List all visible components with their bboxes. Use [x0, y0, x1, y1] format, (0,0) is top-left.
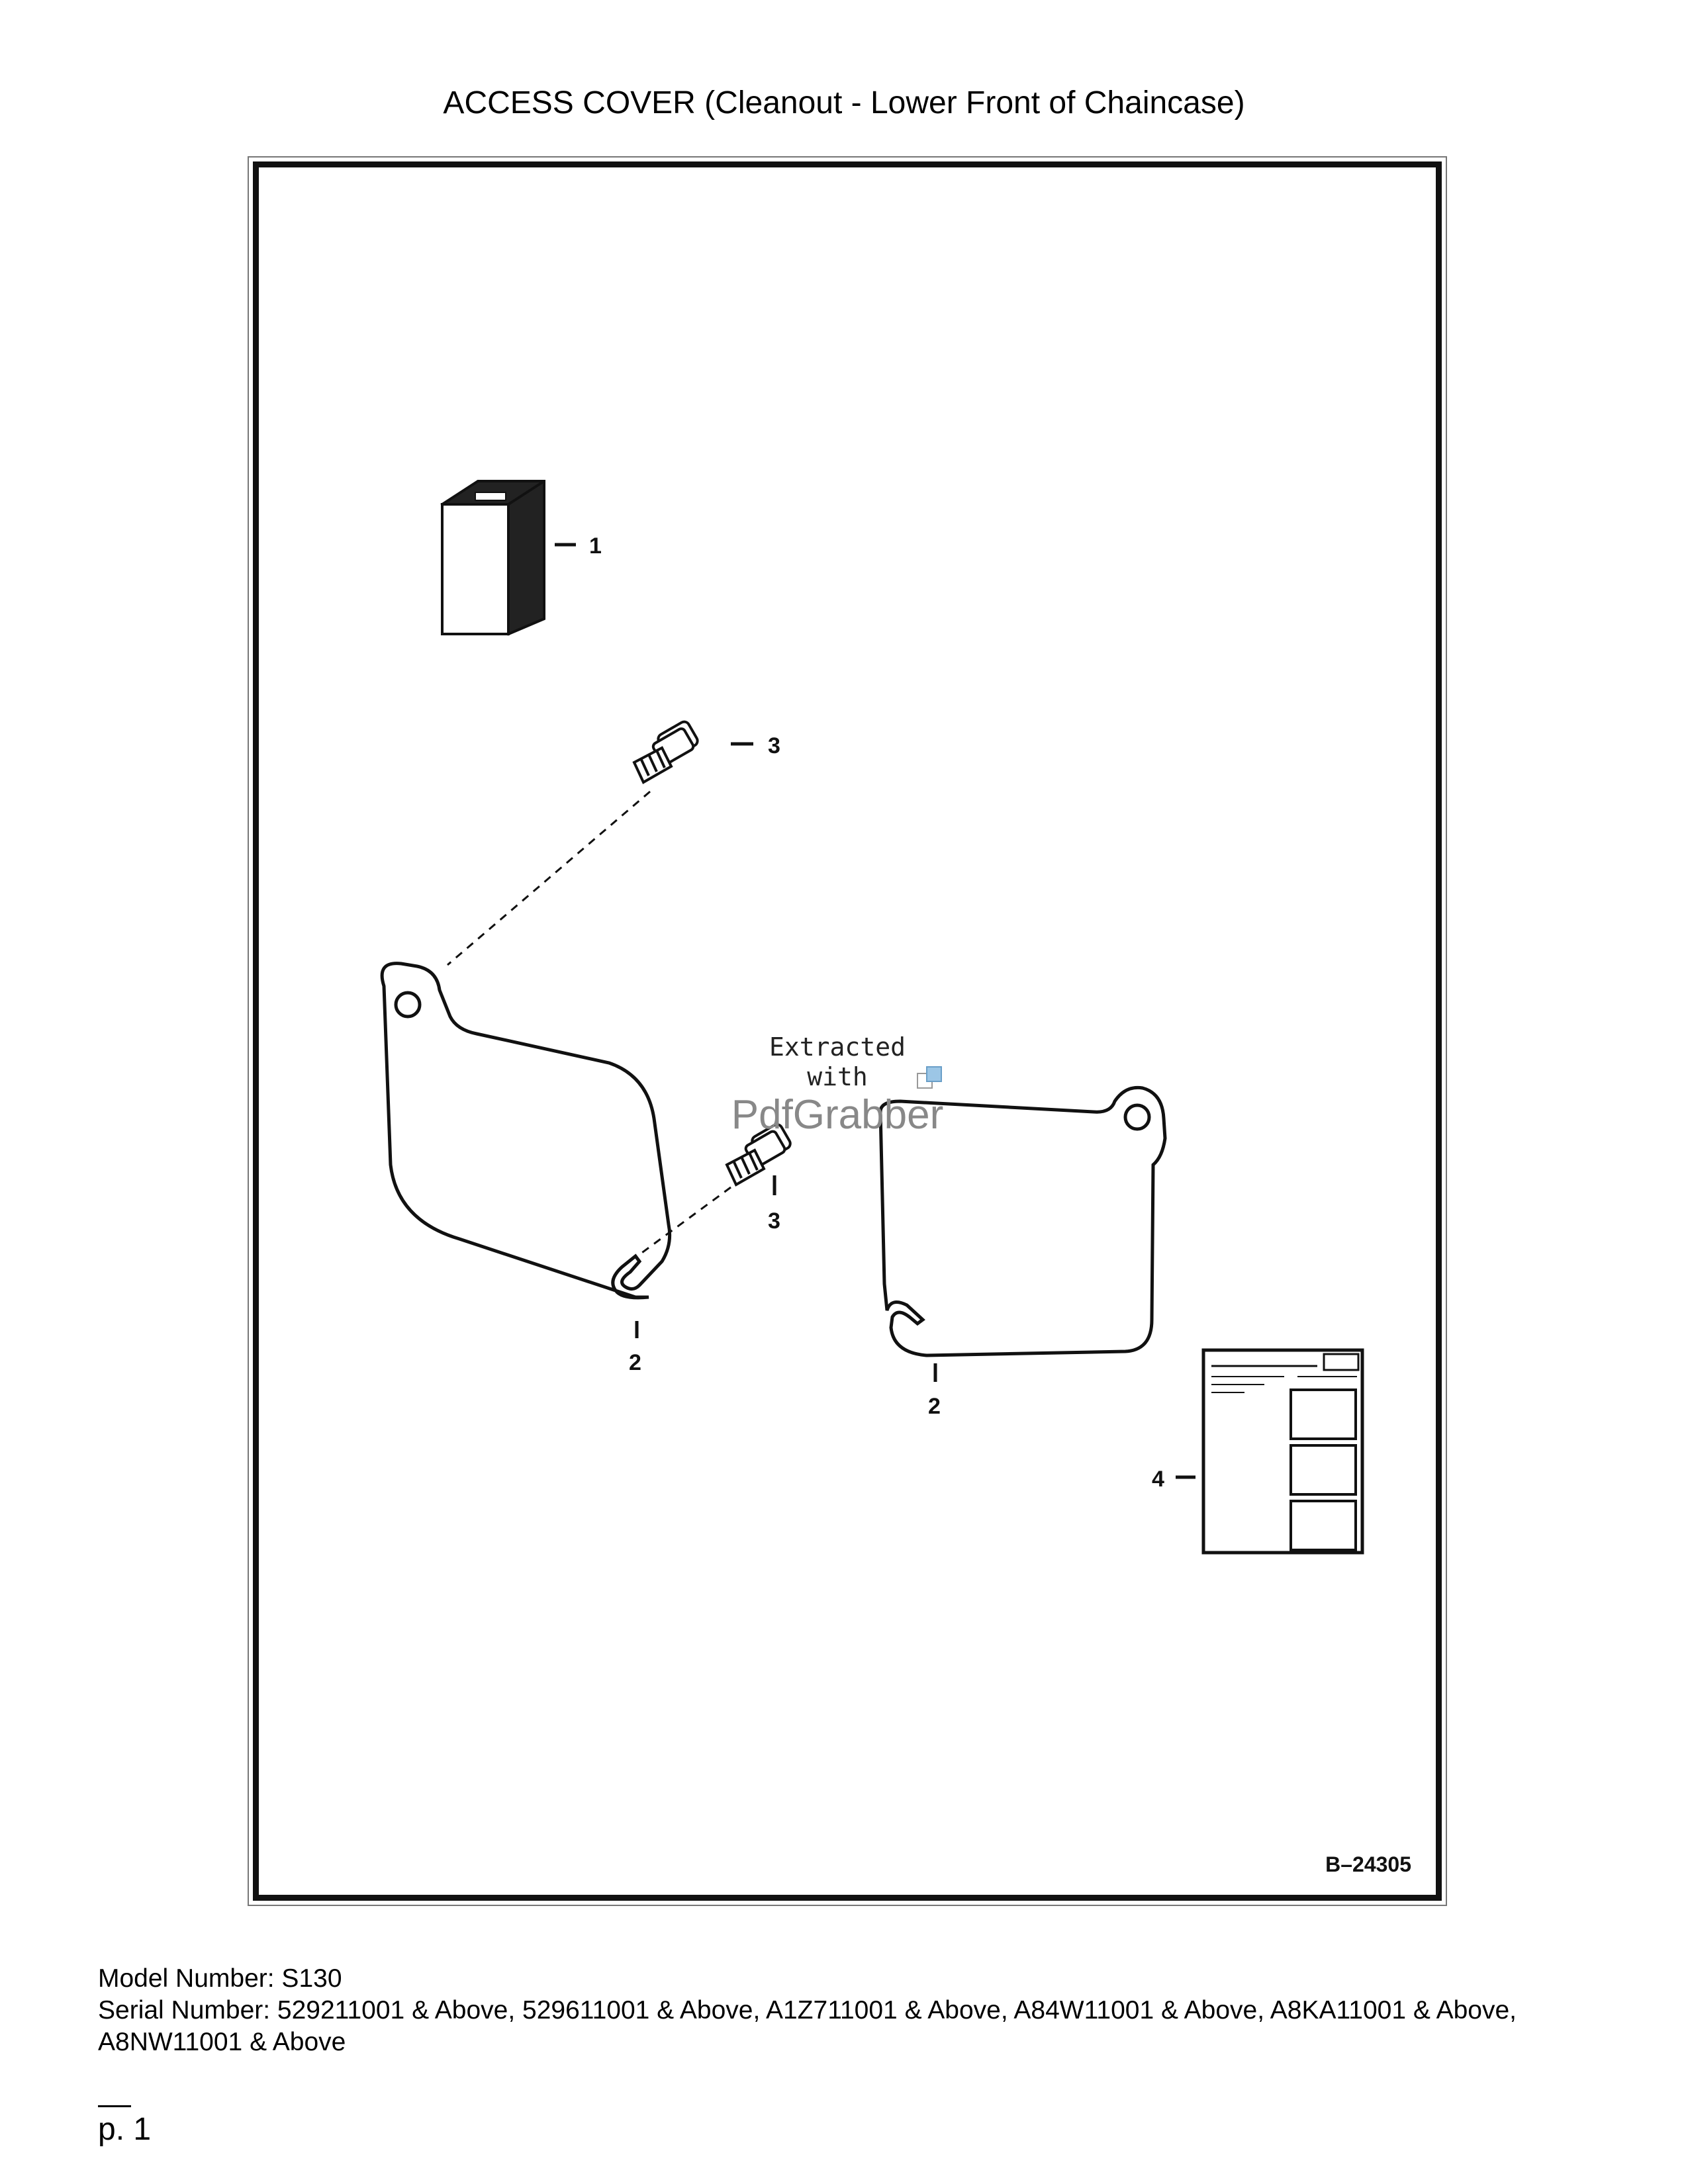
- callout-2a: 2: [629, 1350, 641, 1375]
- watermark-brand: PdfGrabber: [731, 1092, 944, 1138]
- callout-3a: 3: [768, 733, 780, 758]
- page-number-rule: [98, 2105, 131, 2107]
- watermark: Extracted with PdfGrabber: [731, 1032, 944, 1138]
- callout-3b: 3: [768, 1208, 780, 1234]
- callout-2b: 2: [928, 1394, 941, 1419]
- part-2-cover-plate-left: [380, 962, 672, 1300]
- figure-code: B–24305: [1325, 1852, 1411, 1876]
- page-number: p. 1: [98, 2112, 152, 2147]
- watermark-logo-icon: [917, 1066, 942, 1089]
- serial-number: Serial Number: 529211001 & Above, 529611…: [98, 1996, 1517, 2056]
- part-2-cover-plate-right: [878, 1085, 1167, 1357]
- callout-1: 1: [589, 533, 602, 559]
- watermark-line-1: Extracted: [769, 1032, 906, 1062]
- watermark-line-2: with: [807, 1062, 868, 1091]
- footer-info: Model Number: S130 Serial Number: 529211…: [98, 1963, 1594, 2058]
- figure-border: [253, 161, 1442, 1901]
- page-title: ACCESS COVER (Cleanout - Lower Front of …: [443, 85, 1245, 120]
- part-1-block: [440, 480, 545, 636]
- part-3-bolt-upper: [632, 720, 699, 784]
- model-number: Model Number: S130: [98, 1964, 342, 1993]
- callout-4: 4: [1152, 1467, 1164, 1492]
- part-4-decal: [1201, 1348, 1364, 1555]
- assembly-line-lower: [635, 1186, 731, 1259]
- assembly-line-upper: [447, 790, 651, 966]
- part-3-bolt-lower: [725, 1123, 792, 1187]
- figure-frame: [248, 156, 1447, 1906]
